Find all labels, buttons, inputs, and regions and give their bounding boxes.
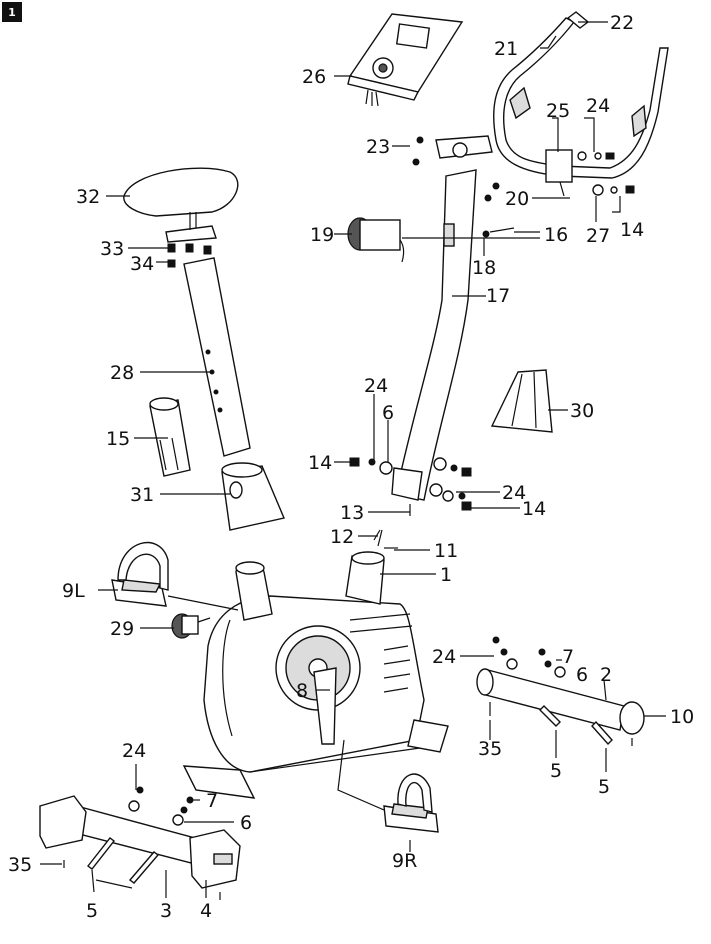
callout-30: 30 xyxy=(570,400,594,422)
callout-6: 6 xyxy=(382,402,394,424)
adjustment-knob xyxy=(171,613,211,639)
tension-knob xyxy=(347,217,405,263)
main-frame-housing xyxy=(182,529,449,799)
figure-number: 1 xyxy=(8,6,16,19)
callout-31: 31 xyxy=(130,484,154,506)
callout-17: 17 xyxy=(486,285,510,307)
fasteners-front-post xyxy=(349,457,472,516)
callout-23: 23 xyxy=(366,136,390,158)
callout-22: 22 xyxy=(610,12,634,34)
callout-3: 3 xyxy=(160,900,172,922)
callout-21: 21 xyxy=(494,38,518,60)
pedal-left xyxy=(111,541,169,607)
callout-14: 14 xyxy=(522,498,546,520)
callout-24: 24 xyxy=(432,646,456,668)
callout-15: 15 xyxy=(106,428,130,450)
callout-6: 6 xyxy=(240,812,252,834)
pedal-right xyxy=(383,773,439,833)
callout-20: 20 xyxy=(505,188,529,210)
rear-stabilizer xyxy=(476,636,645,746)
front-stabilizer xyxy=(39,786,241,900)
callout-5: 5 xyxy=(598,776,610,798)
seat-post-sleeve xyxy=(149,397,191,477)
callout-7: 7 xyxy=(206,790,218,812)
callout-7: 7 xyxy=(562,646,574,668)
callout-29: 29 xyxy=(110,618,134,640)
console-computer xyxy=(347,13,464,107)
callout-10: 10 xyxy=(670,706,694,728)
callout-9R: 9R xyxy=(392,850,417,872)
callout-6: 6 xyxy=(576,664,588,686)
callout-24: 24 xyxy=(502,482,526,504)
callout-8: 8 xyxy=(296,680,308,702)
callout-1: 1 xyxy=(440,564,452,586)
callout-18: 18 xyxy=(472,257,496,279)
callout-35: 35 xyxy=(8,854,32,876)
callout-26: 26 xyxy=(302,66,326,88)
leader-lines xyxy=(40,21,666,898)
callout-12: 12 xyxy=(330,526,354,548)
callout-35: 35 xyxy=(478,738,502,760)
post-cover xyxy=(490,369,553,433)
callout-11: 11 xyxy=(434,540,458,562)
callout-9L: 9L xyxy=(62,580,85,602)
seat-post-cover xyxy=(221,462,285,531)
callout-24: 24 xyxy=(586,95,610,117)
callout-14: 14 xyxy=(620,219,644,241)
callout-33: 33 xyxy=(100,238,124,260)
callout-24: 24 xyxy=(122,740,146,762)
callout-4: 4 xyxy=(200,900,212,922)
callout-5: 5 xyxy=(86,900,98,922)
callout-5: 5 xyxy=(550,760,562,782)
callout-34: 34 xyxy=(130,253,154,275)
handlebar xyxy=(493,11,669,197)
callout-25: 25 xyxy=(546,100,570,122)
callout-19: 19 xyxy=(310,224,334,246)
figure-number-badge xyxy=(2,2,22,22)
callout-16: 16 xyxy=(544,224,568,246)
front-post xyxy=(391,135,515,501)
callout-13: 13 xyxy=(340,502,364,524)
callout-2: 2 xyxy=(600,664,612,686)
callout-labels: 22 21 26 25 24 23 20 14 27 32 19 16 33 3… xyxy=(8,12,694,922)
callout-14: 14 xyxy=(308,452,332,474)
callout-27: 27 xyxy=(586,225,610,247)
callout-24: 24 xyxy=(364,375,388,397)
seat-assembly xyxy=(123,167,251,457)
callout-32: 32 xyxy=(76,186,100,208)
callout-28: 28 xyxy=(110,362,134,384)
